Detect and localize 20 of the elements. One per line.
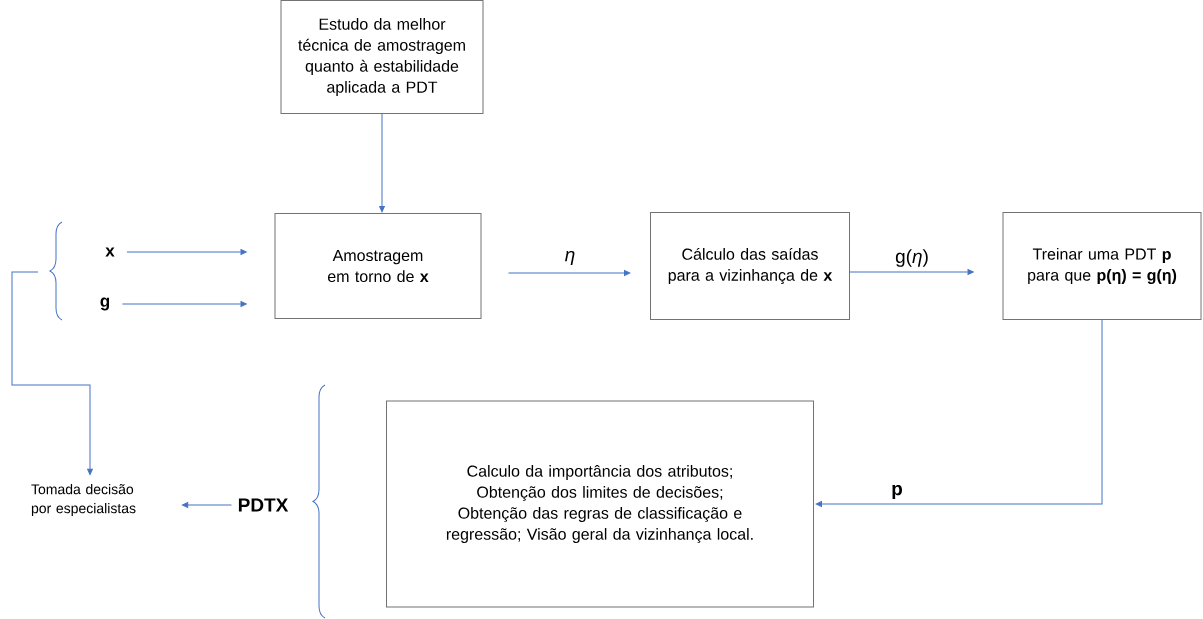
arrow (126, 249, 247, 255)
output-label: PDTX (238, 498, 289, 512)
arrow (379, 113, 385, 213)
input-label: x (105, 247, 115, 257)
process-box: Calculo da importância dos atributos; Obtenção dos limites de decisões; Obtenção das regras de classificação e regressão; Visão geral da vizinhança local. (386, 400, 814, 608)
arrow (121, 301, 247, 307)
edge-label: η (563, 249, 577, 267)
process-box: Amostragem em torno de x (274, 213, 482, 319)
arrow (849, 269, 974, 275)
arrow (11, 271, 93, 475)
arrow (181, 502, 232, 508)
result-text: Tomada decisão por especialistas (31, 484, 136, 517)
arrow (815, 319, 1103, 507)
arrow (508, 270, 631, 276)
edge-label: p (890, 483, 904, 501)
process-box: Estudo da melhor técnica de amostragem quanto à estabilidade aplicada a PDT (280, 0, 484, 114)
process-box: Treinar uma PDT p para que p(η) = g(η) (1002, 212, 1202, 320)
process-box: Cálculo das saídas para a vizinhança de x (650, 212, 850, 320)
edge-label: g(η) (894, 248, 930, 268)
input-label: g (100, 297, 110, 311)
